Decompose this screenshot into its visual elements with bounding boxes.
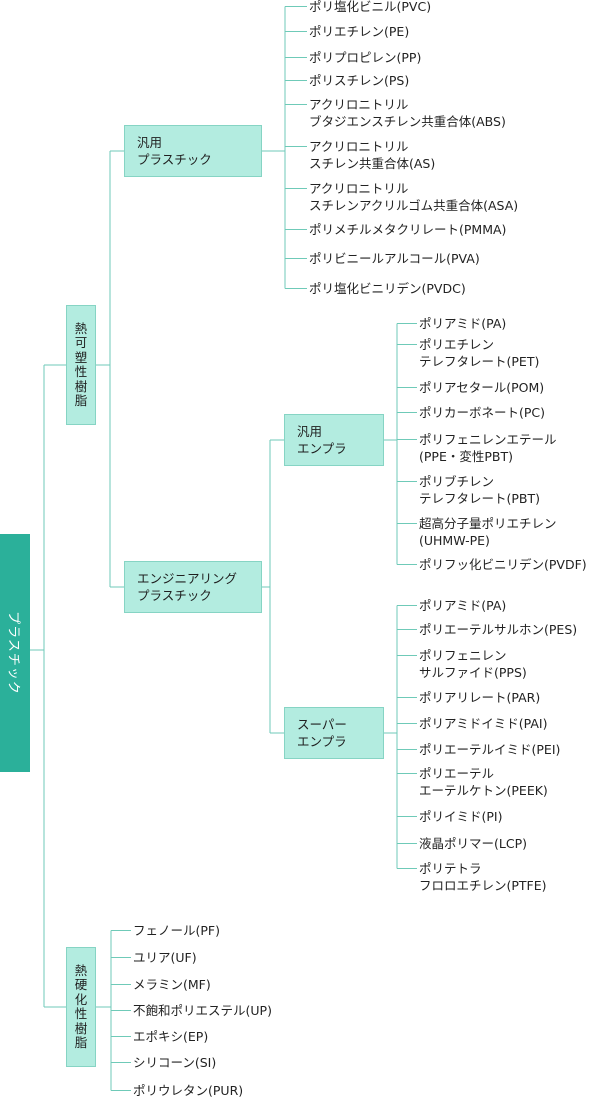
leaf-general-plastic: ポリエチレン(PE) <box>309 23 410 40</box>
leaf-thermoset: メラミン(MF) <box>133 976 211 993</box>
leaf-super-engineering-plastic: ポリアミドイミド(PAI) <box>419 715 548 732</box>
leaf-general-plastic: ポリビニールアルコール(PVA) <box>309 250 480 267</box>
thermoplastic-label-char: 塑 <box>74 349 88 365</box>
leaf-super-engineering-plastic: ポリエーテルサルホン(PES) <box>419 621 578 638</box>
leaf-general-plastic: アクリロニトリル スチレン共重合体(AS) <box>309 138 436 172</box>
thermoset-label-char: 性 <box>74 1006 88 1021</box>
leaf-super-engineering-plastic: ポリエーテル エーテルケトン(PEEK) <box>419 765 548 799</box>
leaf-super-engineering-plastic: ポリアリレート(PAR) <box>419 689 541 706</box>
leaf-general-plastic: アクリロニトリル ブタジエンスチレン共重合体(ABS) <box>309 96 506 130</box>
leaf-super-engineering-plastic: ポリアミド(PA) <box>419 597 507 614</box>
thermoplastic-label-char: 脂 <box>74 393 88 408</box>
leaf-general-plastic: ポリスチレン(PS) <box>309 72 410 89</box>
leaf-general-engineering-plastic: ポリアミド(PA) <box>419 315 507 332</box>
thermoplastic-label-char: 熱 <box>74 320 88 336</box>
leaf-general-engineering-plastic: ポリフェニレンエテール (PPE・変性PBT) <box>419 431 557 465</box>
leaf-general-plastic: アクリロニトリル スチレンアクリルゴム共重合体(ASA) <box>309 180 519 214</box>
root-label: プラスチック <box>5 611 21 695</box>
leaf-general-plastic: ポリ塩化ビニリデン(PVDC) <box>309 280 466 297</box>
leaf-general-engineering-plastic: ポリブチレン テレフタレート(PBT) <box>419 473 541 507</box>
leaf-thermoset: シリコーン(SI) <box>133 1054 217 1071</box>
leaf-super-engineering-plastic: ポリイミド(PI) <box>419 808 503 825</box>
leaf-general-engineering-plastic: ポリエチレン テレフタレート(PET) <box>419 336 540 370</box>
leaf-super-engineering-plastic: ポリフェニレン サルファイド(PPS) <box>419 647 527 681</box>
thermoset-label-char: 熱 <box>74 962 88 978</box>
leaf-super-engineering-plastic: ポリテトラ フロロエチレン(PTFE) <box>419 860 547 894</box>
leaf-general-plastic: ポリ塩化ビニル(PVC) <box>309 0 432 15</box>
node-thermoplastic: 熱可塑性樹脂 <box>66 305 96 425</box>
leaf-general-engineering-plastic: ポリフッ化ビニリデン(PVDF) <box>419 556 587 573</box>
leaf-general-engineering-plastic: ポリカーボネート(PC) <box>419 404 546 421</box>
thermoplastic-label-char: 樹 <box>74 378 88 394</box>
leaf-thermoset: エポキシ(EP) <box>133 1028 209 1045</box>
node-general-plastic: 汎用 プラスチック <box>124 125 262 177</box>
node-general-engineering-plastic: 汎用 エンプラ <box>284 414 384 466</box>
node-super-engineering-plastic: スーパー エンプラ <box>284 707 384 759</box>
leaf-thermoset: フェノール(PF) <box>133 922 220 939</box>
thermoplastic-label-char: 可 <box>74 335 88 350</box>
node-thermoset: 熱硬化性樹脂 <box>66 947 96 1067</box>
node-engineering-plastic: エンジニアリング プラスチック <box>124 561 262 613</box>
leaf-super-engineering-plastic: ポリエーテルイミド(PEI) <box>419 741 561 758</box>
thermoset-label-char: 脂 <box>74 1035 88 1050</box>
leaf-super-engineering-plastic: 液晶ポリマー(LCP) <box>419 835 527 852</box>
thermoplastic-label-char: 性 <box>74 364 88 379</box>
thermoset-label-char: 硬 <box>74 977 88 992</box>
leaf-general-engineering-plastic: 超高分子量ポリエチレン (UHMW-PE) <box>419 515 557 549</box>
leaf-thermoset: 不飽和ポリエステル(UP) <box>133 1002 272 1019</box>
leaf-thermoset: ポリウレタン(PUR) <box>133 1082 244 1099</box>
root-node-plastic: プラスチック <box>0 534 30 772</box>
thermoset-label-char: 樹 <box>74 1020 88 1036</box>
leaf-thermoset: ユリア(UF) <box>133 949 197 966</box>
leaf-general-plastic: ポリプロピレン(PP) <box>309 49 422 66</box>
thermoset-label-char: 化 <box>74 991 88 1007</box>
leaf-general-engineering-plastic: ポリアセタール(POM) <box>419 379 545 396</box>
leaf-general-plastic: ポリメチルメタクリレート(PMMA) <box>309 221 507 238</box>
